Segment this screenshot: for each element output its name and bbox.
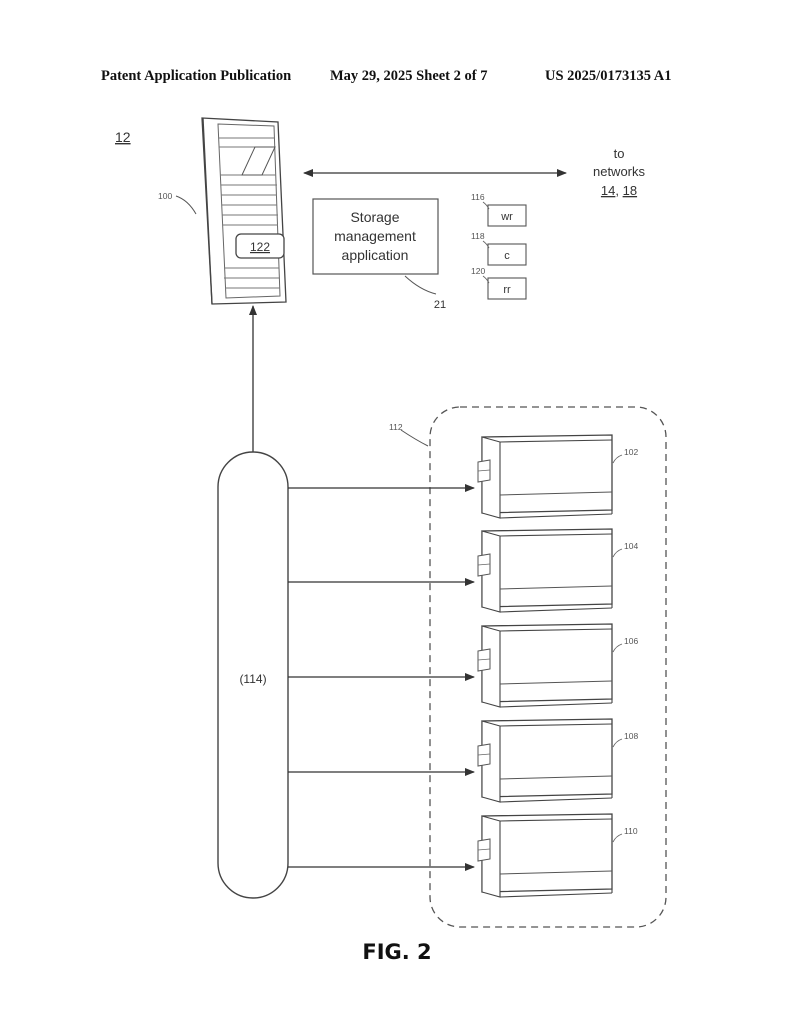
page-header: Patent Application Publication May 29, 2…	[0, 68, 794, 88]
parameter-wr-leader	[482, 201, 490, 210]
drive-ref-leader	[612, 833, 623, 843]
network-label-to: to	[614, 146, 625, 161]
parameter-c-leader	[482, 240, 490, 249]
parameter-wr-box	[487, 204, 527, 227]
app-ref-label: 21	[434, 299, 446, 311]
parameter-wr-ref: 116	[471, 192, 485, 202]
drive-group-ref: 112	[389, 422, 403, 432]
parameter-wr: wr 116	[471, 192, 527, 227]
parameter-c-box	[487, 243, 527, 266]
parameter-c-ref: 118	[471, 231, 485, 241]
network-ref-18: 18	[623, 183, 637, 198]
drive-ref-label: 106	[624, 636, 638, 646]
app-ref-leader	[404, 275, 437, 295]
figure-caption: FIG. 2	[362, 940, 432, 964]
app-label-line2: management	[334, 228, 416, 244]
server-ref-label: 100	[158, 191, 172, 201]
parameter-rr-label: rr	[503, 284, 511, 296]
drive-ref-label: 102	[624, 447, 638, 457]
drive-ref-leader	[612, 643, 623, 653]
drive-ref-leader	[612, 548, 623, 558]
server-ref-leader	[175, 195, 197, 215]
network-ref-14: 14	[601, 183, 615, 198]
parameter-c-label: c	[504, 250, 510, 262]
storage-drive: 106	[477, 623, 638, 708]
parameter-rr-ref: 120	[471, 266, 485, 276]
storage-drives: 102 104 106 108 110	[288, 434, 638, 898]
system-ref-label: 12	[115, 129, 131, 145]
drive-group-boundary	[429, 406, 667, 928]
network-label-networks: networks	[593, 164, 646, 179]
app-label-line3: application	[342, 247, 409, 263]
bus-label: (114)	[239, 672, 266, 686]
drive-ref-label: 108	[624, 731, 638, 741]
storage-drive: 110	[477, 813, 638, 898]
header-publication-type: Patent Application Publication	[101, 68, 292, 84]
storage-drive: 104	[477, 528, 638, 613]
parameter-rr-leader	[482, 275, 490, 284]
drive-ref-label: 110	[624, 826, 638, 836]
network-ref-sep: ,	[615, 183, 622, 198]
parameter-wr-label: wr	[500, 211, 513, 223]
parameter-c: c 118	[471, 231, 527, 266]
header-patent-number: US 2025/0173135 A1	[545, 68, 672, 84]
app-label-line1: Storage	[350, 209, 399, 225]
parameter-rr: rr 120	[471, 266, 527, 300]
storage-drive: 108	[477, 718, 638, 803]
storage-server	[201, 117, 287, 305]
drive-ref-label: 104	[624, 541, 638, 551]
network-refs: 14, 18	[601, 183, 637, 198]
parameter-rr-box	[487, 277, 527, 300]
drive-ref-leader	[612, 738, 623, 748]
drive-ref-leader	[612, 454, 623, 464]
storage-drive: 102	[477, 434, 638, 519]
header-date-sheet: May 29, 2025 Sheet 2 of 7	[330, 68, 488, 84]
bus	[217, 451, 289, 899]
drive-group-leader	[400, 429, 429, 447]
storage-management-application-box	[312, 198, 439, 275]
server-inner-label: 122	[250, 240, 270, 254]
